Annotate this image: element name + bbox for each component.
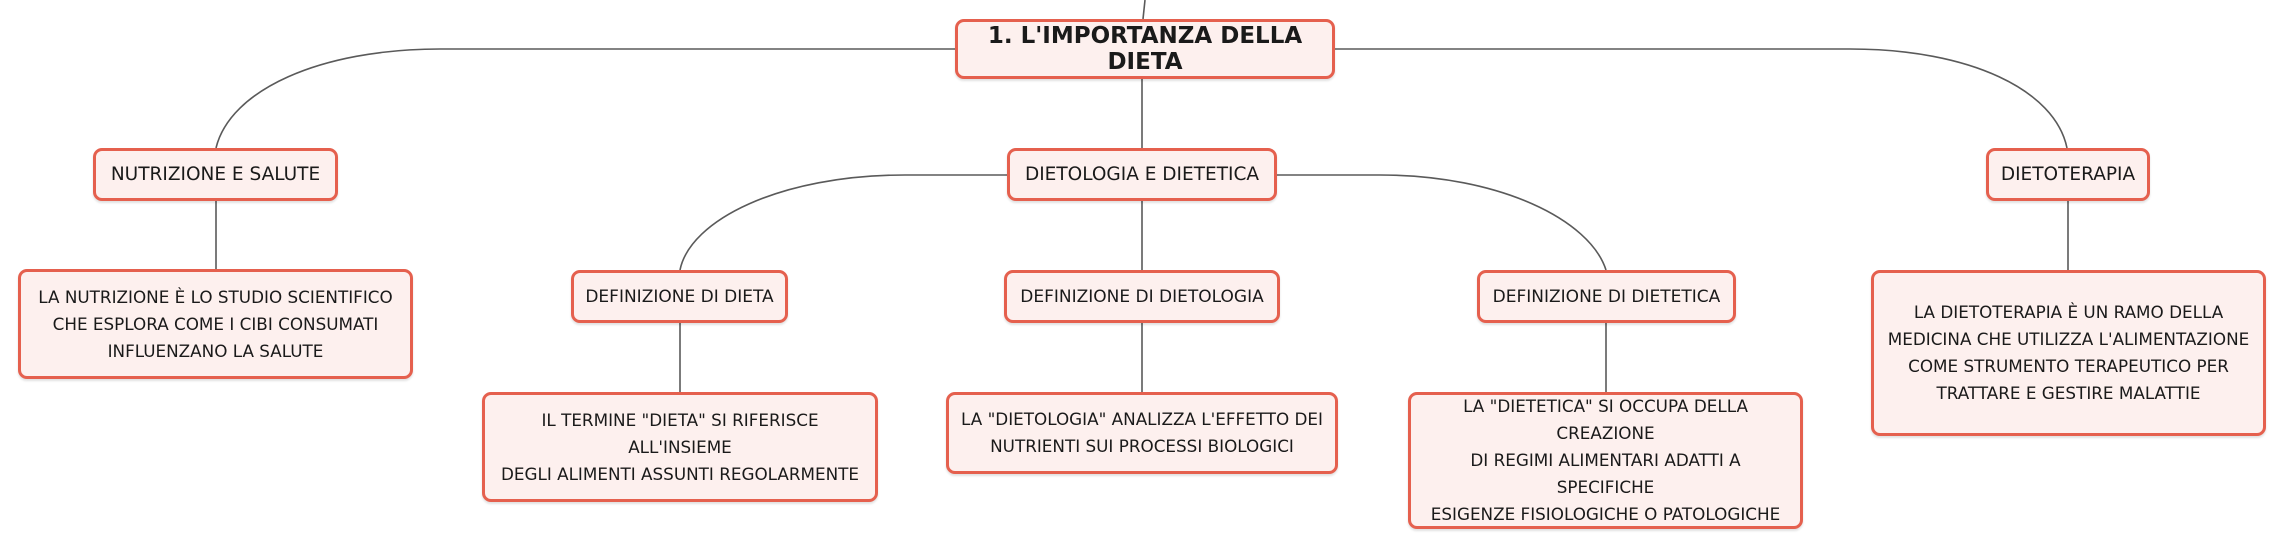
note-line: LA "DIETOLOGIA" ANALIZZA L'EFFETTO DEI [961,409,1323,429]
topic-label: DIETOTERAPIA [2000,164,2136,185]
connector-top-edge [1142,0,1146,20]
topic-label: NUTRIZIONE E SALUTE [110,164,321,185]
subtopic-label: DEFINIZIONE DI DIETOLOGIA [1020,286,1264,307]
note-line: INFLUENZANO LA SALUTE [107,340,324,361]
topic-label: DIETOLOGIA E DIETETICA [1024,164,1260,185]
subtopic-label: DEFINIZIONE DI DIETETICA [1492,286,1721,307]
connector-dietologia-to-def-dieta [679,174,1007,271]
note-line: MEDICINA CHE UTILIZZA L'ALIMENTAZIONE [1887,329,2250,349]
note-line: LA "DIETETICA" SI OCCUPA DELLA CREAZIONE [1463,396,1748,443]
connector-dietologia-to-def-dietetica [1277,174,1607,271]
note-text: LA "DIETOLOGIA" ANALIZZA L'EFFETTO DEI N… [961,406,1323,460]
note-line: IL TERMINE "DIETA" SI RIFERISCE ALL'INSI… [541,409,819,457]
note-dietologia[interactable]: LA "DIETOLOGIA" ANALIZZA L'EFFETTO DEI N… [946,392,1338,474]
note-line: CHE ESPLORA COME I CIBI CONSUMATI [52,313,379,334]
subtopic-definizione-di-dietetica[interactable]: DEFINIZIONE DI DIETETICA [1477,270,1736,323]
note-line: LA NUTRIZIONE È LO STUDIO SCIENTIFICO [38,286,393,307]
note-text: LA DIETOTERAPIA È UN RAMO DELLA MEDICINA… [1888,299,2249,407]
root-topic-label: 1. L'IMPORTANZA DELLA DIETA [987,23,1303,75]
topic-dietologia-e-dietetica[interactable]: DIETOLOGIA E DIETETICA [1007,148,1277,201]
subtopic-label: DEFINIZIONE DI DIETA [585,286,774,307]
topic-nutrizione-e-salute[interactable]: NUTRIZIONE E SALUTE [93,148,338,201]
note-text: IL TERMINE "DIETA" SI RIFERISCE ALL'INSI… [493,407,867,488]
note-line: NUTRIENTI SUI PROCESSI BIOLOGICI [990,436,1294,456]
note-line: DEGLI ALIMENTI ASSUNTI REGOLARMENTE [500,463,860,484]
note-line: TRATTARE E GESTIRE MALATTIE [1936,383,2201,403]
note-text: LA "DIETETICA" SI OCCUPA DELLA CREAZIONE… [1419,393,1792,528]
subtopic-definizione-di-dieta[interactable]: DEFINIZIONE DI DIETA [571,270,788,323]
connector-root-to-nutrizione [215,48,955,149]
note-dietoterapia[interactable]: LA DIETOTERAPIA È UN RAMO DELLA MEDICINA… [1871,270,2266,436]
note-line: LA DIETOTERAPIA È UN RAMO DELLA [1913,302,2224,322]
note-line: DI REGIMI ALIMENTARI ADATTI A SPECIFICHE [1470,450,1741,497]
root-topic[interactable]: 1. L'IMPORTANZA DELLA DIETA [955,19,1335,79]
topic-dietoterapia[interactable]: DIETOTERAPIA [1986,148,2150,201]
note-nutrizione[interactable]: LA NUTRIZIONE È LO STUDIO SCIENTIFICO CH… [18,269,413,379]
note-dieta[interactable]: IL TERMINE "DIETA" SI RIFERISCE ALL'INSI… [482,392,878,502]
note-dietetica[interactable]: LA "DIETETICA" SI OCCUPA DELLA CREAZIONE… [1408,392,1803,529]
note-line: ESIGENZE FISIOLOGICHE O PATOLOGICHE [1430,504,1781,524]
note-text: LA NUTRIZIONE È LO STUDIO SCIENTIFICO CH… [38,284,392,365]
subtopic-definizione-di-dietologia[interactable]: DEFINIZIONE DI DIETOLOGIA [1004,270,1280,323]
note-line: COME STRUMENTO TERAPEUTICO PER [1908,356,2229,376]
connector-root-to-dietoterapia [1335,48,2068,149]
